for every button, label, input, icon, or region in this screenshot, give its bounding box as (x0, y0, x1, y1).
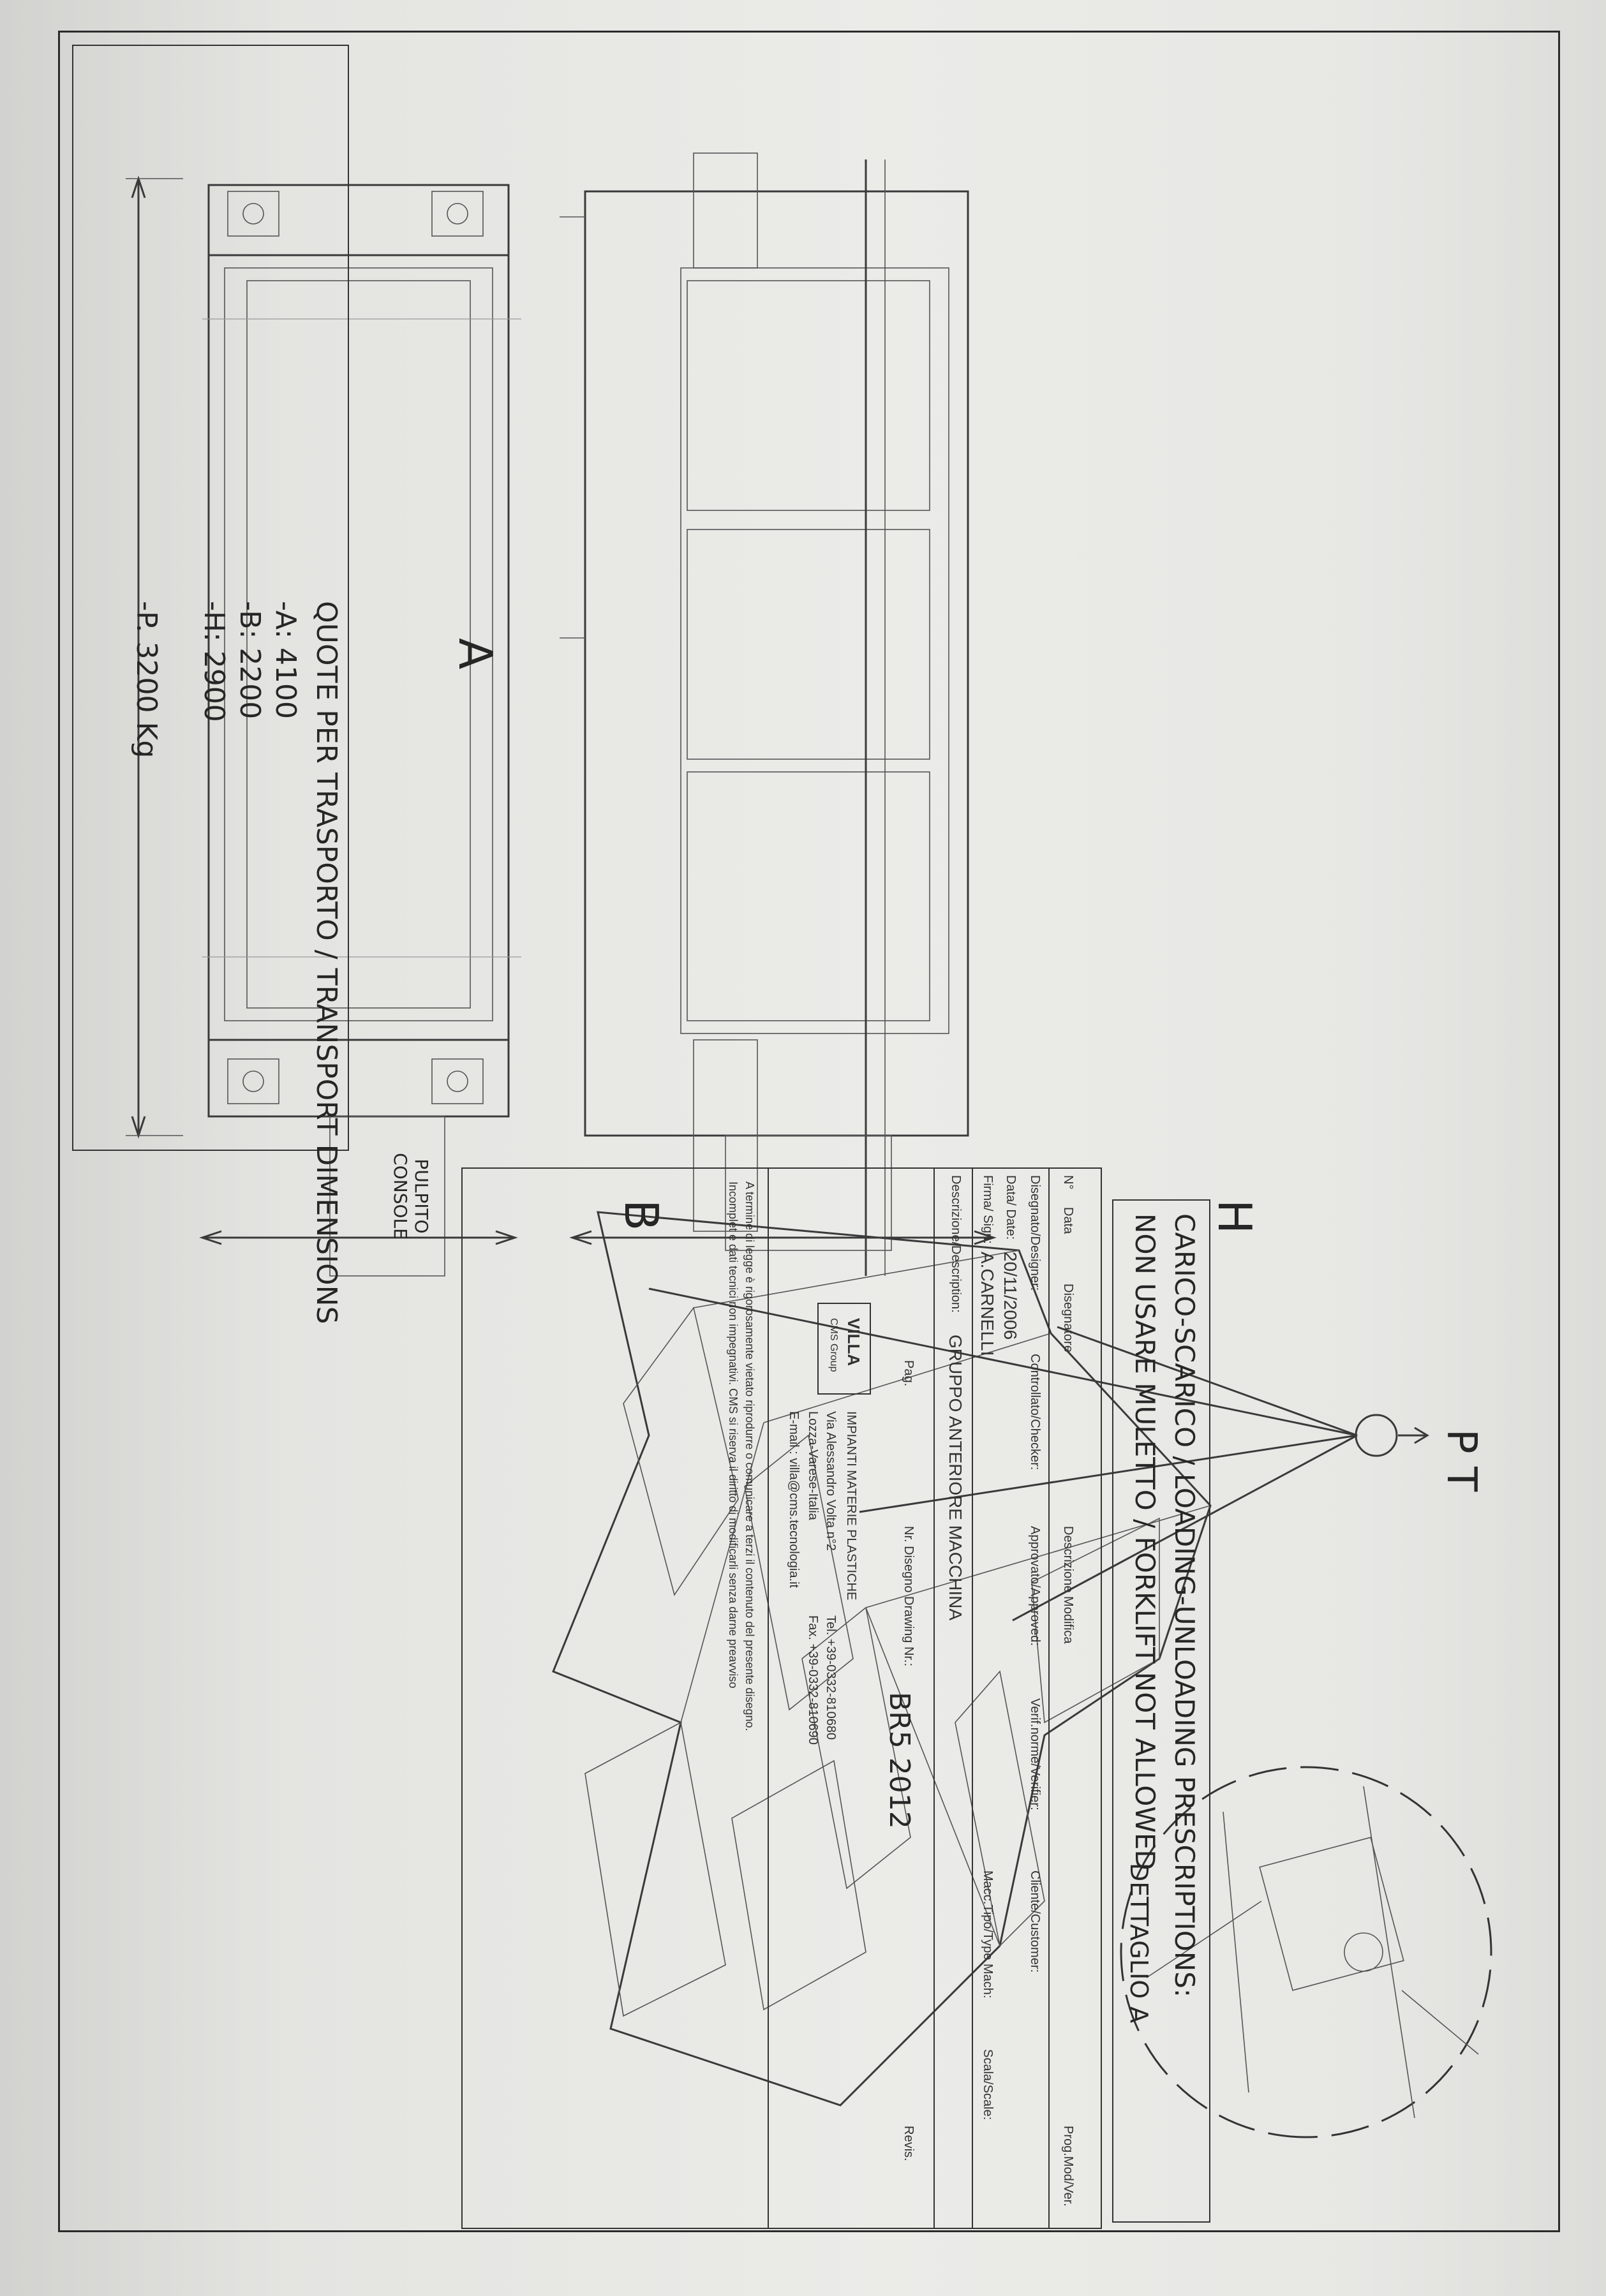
console-label: PULPITO CONSOLE (390, 1123, 432, 1270)
dimension-label-a: A (449, 638, 502, 670)
machine-type-label: Macc.Tipo/Type Mach: (981, 1870, 995, 1999)
loading-notice-line2: NON USARE MULETTO / FORKLIFT NOT ALLOWED (1129, 1213, 1161, 1870)
legal-line-1: A termine di legge è rigorosamente vieta… (743, 1181, 756, 1731)
approved-label: Approvato/Approved: (1028, 1526, 1042, 1646)
description-label: Descrizione/Description: (949, 1175, 963, 1313)
loading-notice-line1: CARICO-SCARICO / LOADING-UNLOADING PRESC… (1169, 1213, 1200, 1998)
top-view (126, 175, 521, 1277)
date-label: Data/ Date: (1004, 1175, 1018, 1240)
drawing-number-value: BR5 2012 (883, 1692, 916, 1829)
title-block: N° Data Disegnatore Descrizione Modifica… (461, 1167, 1102, 2229)
rev-col-description: Descrizione Modifica (1061, 1526, 1075, 1644)
hook-point-label: P T (1438, 1429, 1485, 1492)
rev-col-data: Data (1061, 1207, 1075, 1234)
page-label: Pag. (902, 1360, 916, 1387)
transport-dimensions-title: QUOTE PER TRASPORTO / TRANSPORT DIMENSIO… (310, 601, 343, 1324)
date-value: 20/11/2006 (1000, 1252, 1020, 1340)
company-logo: VILLA CMS Group (817, 1303, 871, 1395)
description-row (933, 1169, 973, 2228)
sign-value: A.CARNELLI (978, 1252, 997, 1356)
scale-label: Scala/Scale: (981, 2049, 995, 2121)
rev-col-n: N° (1061, 1175, 1075, 1190)
detail-a-view (1120, 1766, 1492, 2138)
revision-label: Revis. (902, 2126, 916, 2161)
sign-label: Firma/ Sign: (981, 1175, 995, 1244)
console-line-en: CONSOLE (390, 1153, 411, 1240)
company-tel: Tel. +39-0332-810680 (824, 1615, 838, 1740)
company-name: IMPIANTI MATERIE PLASTICHE (844, 1411, 858, 1601)
designer-label: Disegnato/Designer: (1028, 1175, 1042, 1291)
dimension-b: -B: 2200 (234, 601, 266, 720)
legal-line-2: Incomplet e dati tecnici non impegnativi… (727, 1181, 740, 1689)
company-address-2: Lozza-Varese-Italia (806, 1411, 820, 1520)
console-line-it: PULPITO (411, 1159, 432, 1234)
side-view (560, 152, 997, 1276)
rev-col-designer: Disegnatore (1061, 1284, 1075, 1352)
description-value: GRUPPO ANTERIORE MACCHINA (946, 1335, 965, 1621)
verifier-label: Verif.norme/Verifier: (1028, 1698, 1042, 1811)
company-fax: Fax. +39-0332-810690 (806, 1615, 820, 1745)
loading-notice-box: CARICO-SCARICO / LOADING-UNLOADING PRESC… (1112, 1199, 1210, 2223)
transport-dimensions-list: -A: 4100 -B: 2200 -H: 2900 (196, 601, 303, 722)
checker-label: Controllato/Checker: (1028, 1354, 1042, 1470)
drawing-number-label: Nr. Disegno Drawing Nr.: (902, 1526, 916, 1667)
rev-col-prog: Prog.Mod/Ver. (1061, 2126, 1075, 2207)
dimension-h: -H: 2900 (198, 601, 230, 722)
customer-label: Cliente/Customer: (1028, 1870, 1042, 1973)
isometric-view (552, 1211, 1429, 2107)
company-email: E-mail : villa@cms.tecnologia.it (787, 1411, 801, 1589)
dimension-label-h: H (1208, 1199, 1261, 1234)
dimension-weight: -P. 3200 Kg (130, 601, 163, 759)
logo-subtext: CMS Group (828, 1318, 839, 1372)
logo-text: VILLA (844, 1318, 863, 1366)
dimension-a: -A: 4100 (269, 601, 302, 720)
company-address-1: Via Alessandro Volta n°2 (824, 1411, 838, 1551)
transport-dimensions-box: QUOTE PER TRASPORTO / TRANSPORT DIMENSIO… (72, 45, 349, 1324)
